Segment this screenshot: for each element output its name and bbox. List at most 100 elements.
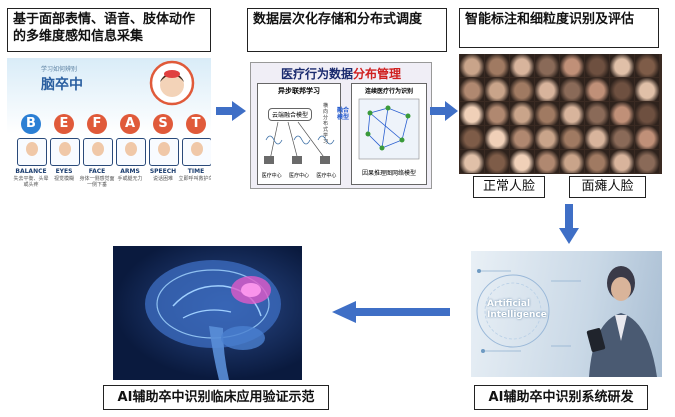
palsy-face-label-box: 面瘫人脸 [569,176,646,198]
fast-symptom-icon [50,138,80,166]
graph-network-icon [358,98,420,160]
face-thumbnail [610,150,634,173]
face-thumbnail [535,54,559,77]
step-2-text: 数据层次化存储和分布式调度 [253,12,423,27]
fast-word: BALANCE [15,168,47,175]
step-2-box: 数据层次化存储和分布式调度 [247,8,447,52]
ai-text-line1: Artificial [487,299,531,309]
fast-description: 立即呼叫救护车 [178,176,211,182]
face-thumbnail [485,126,509,149]
face-thumbnail [485,78,509,101]
ai-circuit-graphic [476,266,657,377]
face-thumbnail [585,54,609,77]
face-thumbnail [635,126,659,149]
fast-description: 失去平衡、头晕或头疼 [13,176,49,188]
face-thumbnail [460,126,484,149]
fast-description: 视觉模糊 [53,176,74,182]
stroke-panel-title: 脑卒中 [41,77,83,93]
causal-graph-label: 因果推理图网络模型 [361,170,416,177]
fast-description: 身体一侧感觉面一侧下垂 [79,176,115,188]
arrow-down [559,204,579,244]
face-thumbnail [510,150,534,173]
fast-word: TIME [187,168,205,175]
medical-center-label: 医疗中心 [288,173,309,179]
faces-mosaic-panel [459,54,662,174]
face-thumbnail [535,78,559,101]
face-thumbnail [635,78,659,101]
step-1-text: 基于面部表情、语音、肢体动作的多维度感知信息采集 [13,12,196,44]
arrow-right-1 [216,101,246,121]
federated-learning-title: 异步联邦学习 [278,87,320,95]
face-thumbnail [460,54,484,77]
face-thumbnail [585,102,609,125]
face-thumbnail [560,126,584,149]
face-thumbnail [585,150,609,173]
fast-letter: B [21,114,41,134]
face-thumbnail [635,150,659,173]
normal-face-label-box: 正常人脸 [473,176,545,198]
face-thumbnail [535,126,559,149]
step-4-box: AI辅助卒中识别系统研发 [474,385,648,410]
face-thumbnail [460,102,484,125]
data-management-panel: 医疗行为数据分布管理 异步联邦学习 云端融合模型 医疗中心 医疗中心 医疗中心 … [250,62,432,189]
fast-letter: S [153,114,173,134]
federated-learning-box: 异步联邦学习 云端融合模型 医疗中心 医疗中心 医疗中心 [257,83,341,185]
fast-symptom-icon [116,138,146,166]
side-text: 横向分布式学习 [323,103,329,145]
arrow-left [332,301,450,323]
data-panel-title-b: 分布管理 [353,67,402,81]
face-thumbnail [610,54,634,77]
arrow-right-2 [430,101,458,121]
behavior-recognition-title: 连续医疗行为识别 [364,88,413,95]
normal-face-label: 正常人脸 [482,179,535,194]
fast-word: SPEECH [149,168,177,175]
brain-illustration [145,260,281,380]
medical-center-label: 医疗中心 [261,173,282,179]
face-thumbnail [460,150,484,173]
fast-letter: T [186,114,206,134]
face-thumbnail [560,78,584,101]
face-thumbnail [635,102,659,125]
fast-symptom-icon [83,138,113,166]
face-thumbnail [510,78,534,101]
ai-text-line2: Intelligence [487,310,547,320]
fast-description: 手或腿无力 [117,176,143,182]
data-panel-title: 医疗行为数据分布管理 [251,65,431,82]
face-thumbnail [535,102,559,125]
fusion-model-label: 融合模型 [337,107,350,121]
behavior-recognition-box: 连续医疗行为识别 因果推理图网络模型 [351,83,427,185]
face-thumbnail [485,102,509,125]
fast-symptom-icon [149,138,179,166]
fast-symptom-icon [182,138,211,166]
face-thumbnail [510,102,534,125]
face-thumbnail [585,126,609,149]
face-thumbnail [460,78,484,101]
medical-center-label: 医疗中心 [316,173,337,179]
face-thumbnail [560,150,584,173]
fast-word: EYES [55,168,73,175]
fast-word: FACE [88,168,106,175]
fast-symptom-icon [17,138,47,166]
step-3-text: 智能标注和细粒度识别及评估 [465,12,635,27]
fast-letter: E [54,114,74,134]
brain-head-icon [149,60,195,106]
face-thumbnail [585,78,609,101]
medical-centers-row: 医疗中心 医疗中心 医疗中心 [258,172,340,179]
face-thumbnail [560,102,584,125]
face-thumbnail [510,54,534,77]
face-thumbnail [485,54,509,77]
cloud-model-label: 云端融合模型 [268,108,313,121]
step-5-box: AI辅助卒中识别临床应用验证示范 [103,385,329,410]
face-thumbnail [510,126,534,149]
fast-letter: F [87,114,107,134]
face-thumbnail [635,54,659,77]
face-thumbnail [610,102,634,125]
step-5-text: AI辅助卒中识别临床应用验证示范 [117,390,315,405]
ai-intelligence-panel: Artificial Intelligence [471,251,662,377]
fast-letter: A [120,114,140,134]
stroke-panel-header: 学习如何辨别 [41,66,78,73]
face-thumbnail [560,54,584,77]
fast-word: ARMS [120,168,140,175]
data-panel-title-a: 医疗行为数据 [280,67,353,81]
